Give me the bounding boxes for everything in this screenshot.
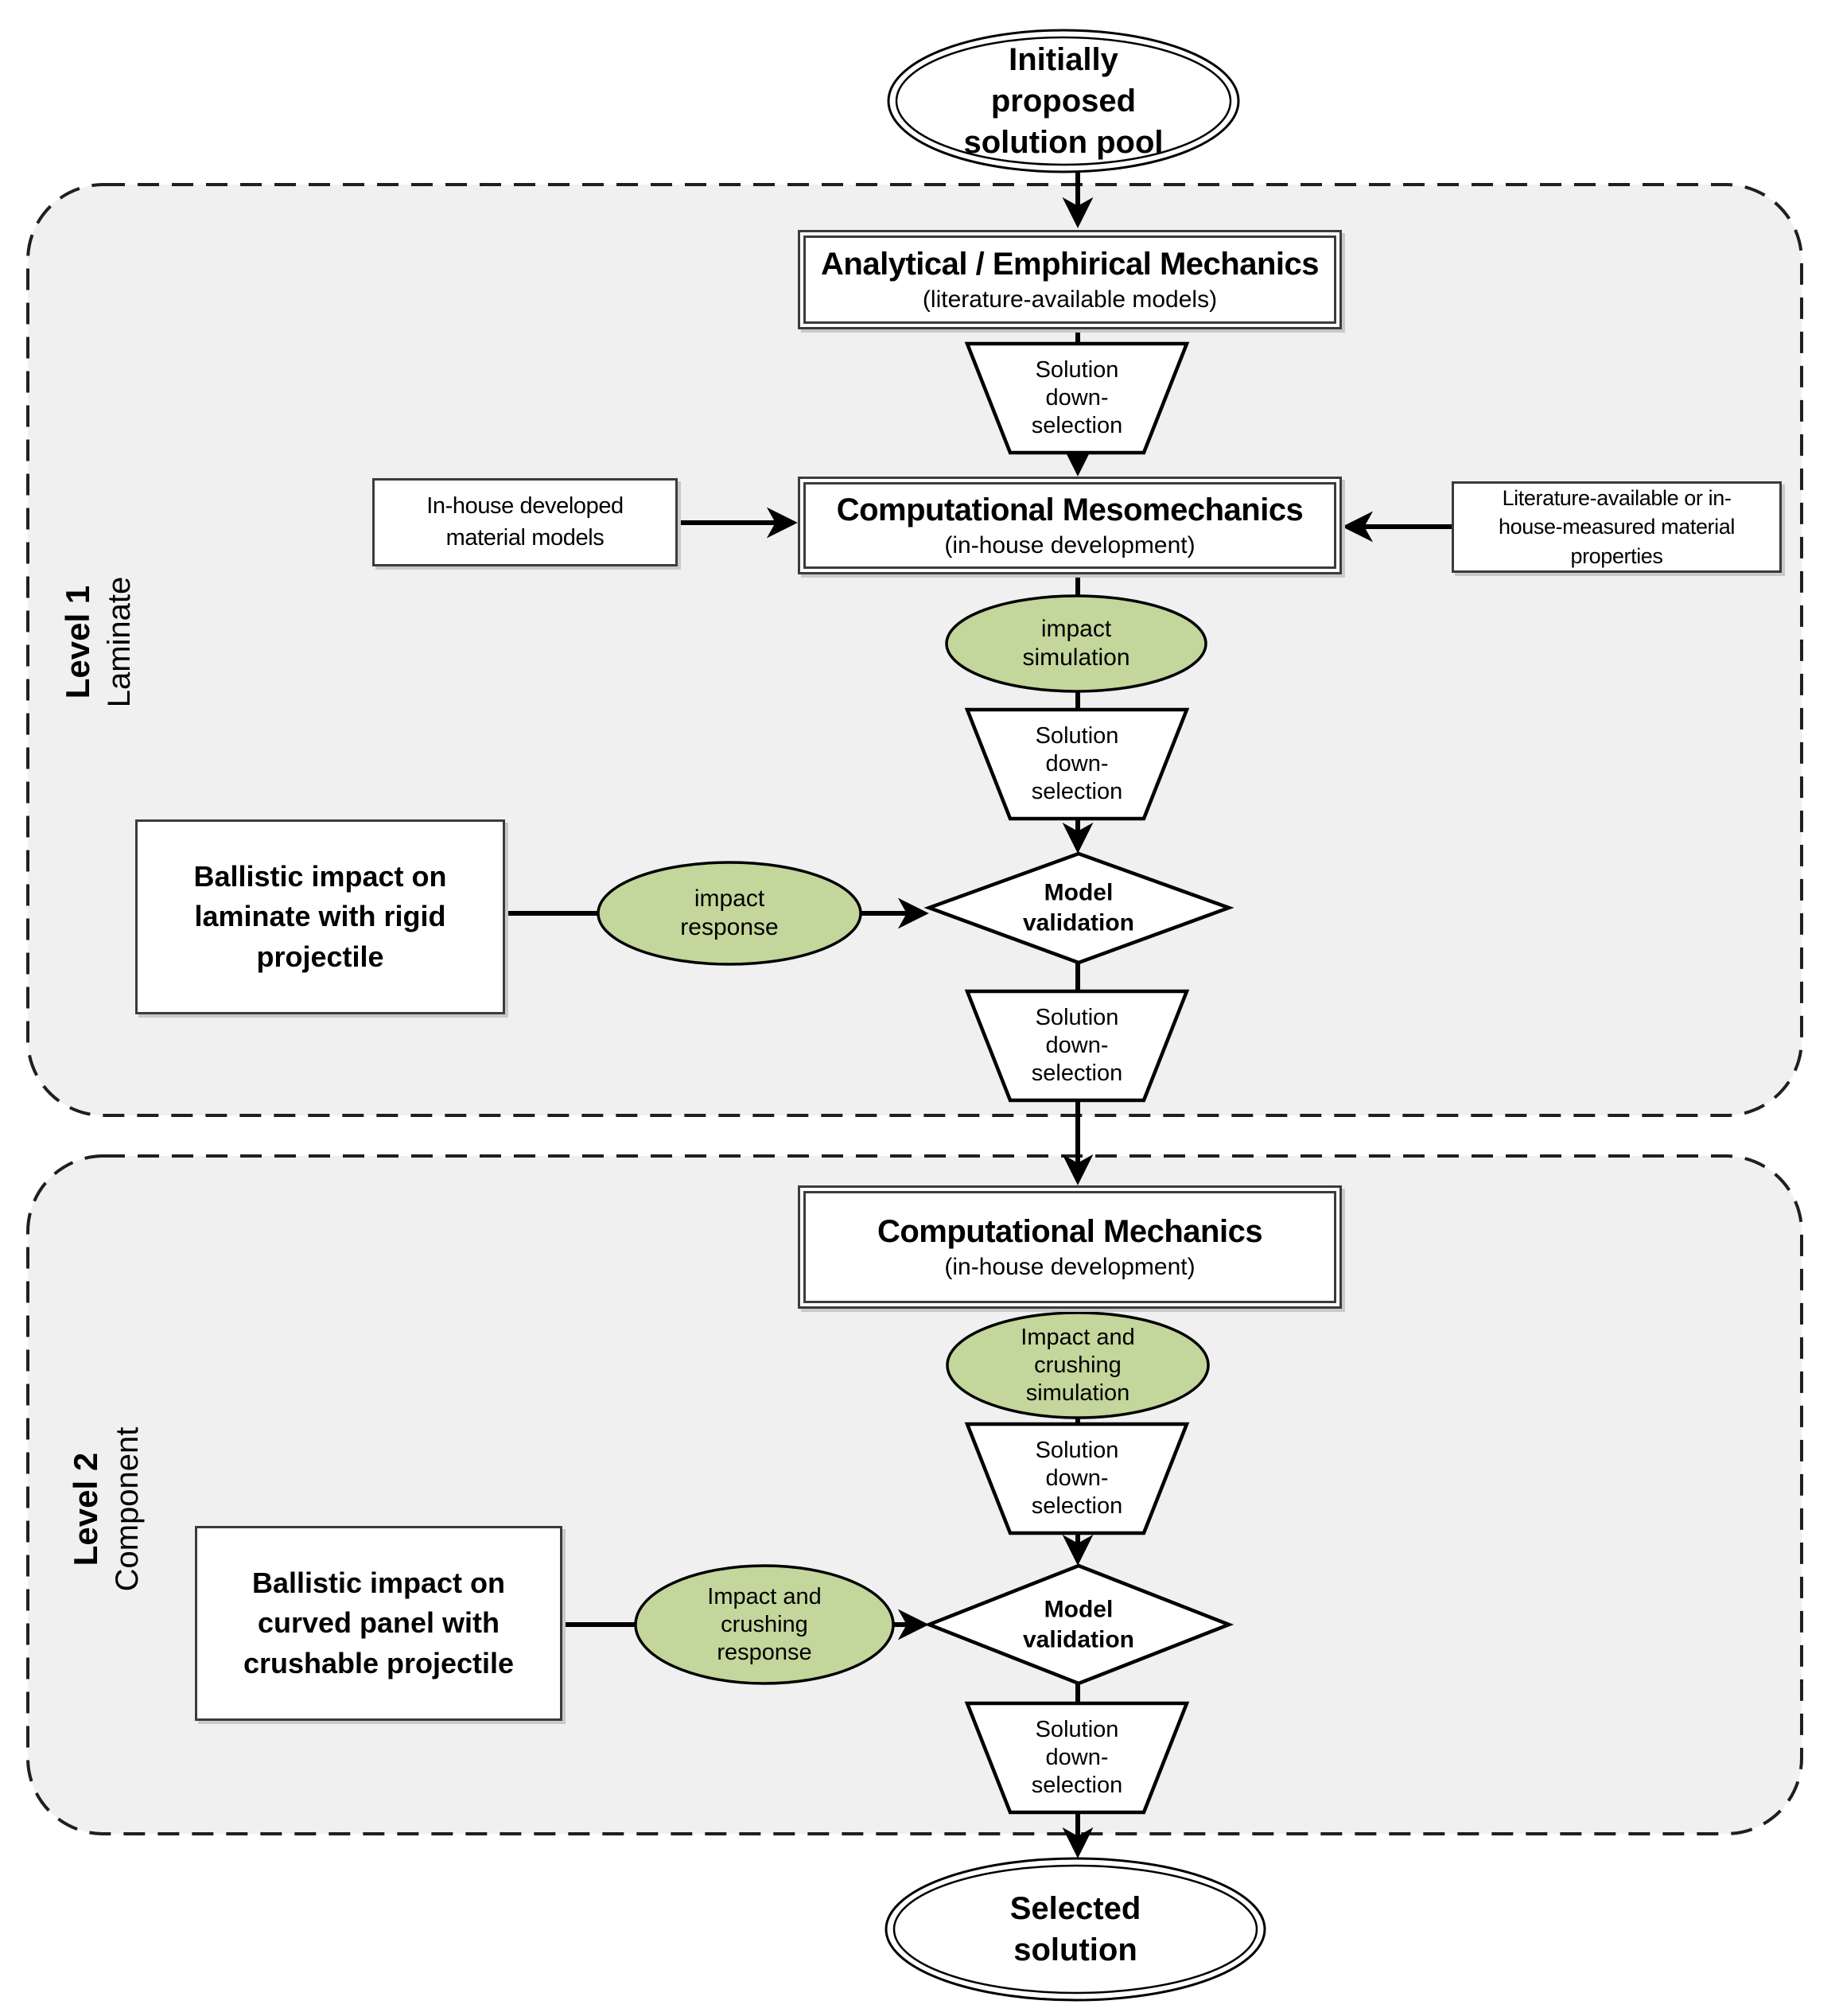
impact-response-label: impact response	[680, 885, 779, 940]
level1-band-label: Level 1 Laminate	[57, 577, 139, 708]
downselect2-label: Solution down- selection	[1031, 722, 1123, 804]
ballistic-laminate-label: Ballistic impact on laminate with rigid …	[193, 859, 447, 973]
model-validation1-shape	[923, 851, 1234, 965]
downselect4-shape	[964, 1422, 1190, 1535]
downselect4-label: Solution down- selection	[1031, 1437, 1123, 1519]
impact-crushing-response-shape	[634, 1564, 895, 1685]
inhouse-material-models-box: In-house developed material models	[372, 478, 678, 566]
impact-crushing-response-label: Impact and crushing response	[707, 1583, 822, 1665]
start-ellipse-shape	[887, 29, 1240, 173]
downselect5-label: Solution down- selection	[1031, 1716, 1123, 1798]
impact-response-shape	[597, 861, 862, 966]
inhouse-material-models-label: In-house developed material models	[426, 493, 624, 551]
downselect1-shape	[964, 341, 1190, 455]
level2-sublabel: Component	[109, 1426, 145, 1592]
material-properties-label: Literature-available or in- house-measur…	[1499, 485, 1735, 568]
downselect3-shape	[964, 989, 1190, 1103]
start-ellipse-inner-ring	[895, 36, 1232, 166]
computational-mesomechanics-subtitle: (in-house development)	[944, 531, 1196, 558]
level1-sublabel: Laminate	[101, 576, 137, 708]
impact-simulation-shape	[945, 594, 1207, 693]
level2-band-label: Level 2 Component	[65, 1427, 147, 1592]
impact-crushing-simulation-label: Impact and crushing simulation	[1021, 1324, 1135, 1406]
impact-simulation-label: impact simulation	[1022, 616, 1130, 671]
model-validation1-label: Model validation	[1022, 879, 1135, 936]
downselect1-label: Solution down- selection	[1031, 356, 1123, 438]
downselect2-shape	[964, 707, 1190, 821]
impact-crushing-simulation-shape	[946, 1311, 1210, 1419]
analytical-mechanics-subtitle: (literature-available models)	[922, 286, 1218, 313]
computational-mechanics-box: Computational Mechanics (in-house develo…	[798, 1185, 1342, 1309]
downselect5-shape	[964, 1701, 1190, 1815]
end-ellipse-shape	[885, 1857, 1266, 2002]
analytical-mechanics-title: Analytical / Emphirical Mechanics	[821, 246, 1319, 282]
ballistic-panel-label: Ballistic impact on curved panel with cr…	[243, 1566, 515, 1679]
ballistic-laminate-box: Ballistic impact on laminate with rigid …	[135, 819, 505, 1014]
computational-mechanics-title: Computational Mechanics	[877, 1213, 1263, 1249]
computational-mechanics-subtitle: (in-house development)	[944, 1253, 1196, 1280]
computational-mesomechanics-box: Computational Mesomechanics (in-house de…	[798, 477, 1342, 574]
computational-mesomechanics-title: Computational Mesomechanics	[836, 492, 1304, 527]
end-ellipse-label: Selected solution	[1009, 1891, 1141, 1967]
analytical-mechanics-box: Analytical / Emphirical Mechanics (liter…	[798, 230, 1342, 329]
model-validation2-label: Model validation	[1022, 1596, 1135, 1653]
material-properties-box: Literature-available or in- house-measur…	[1452, 481, 1782, 573]
start-ellipse-label: Initially proposed solution pool	[963, 42, 1164, 160]
level1-label: Level 1	[58, 585, 96, 699]
end-ellipse-inner-ring	[892, 1864, 1258, 1995]
level2-label: Level 2	[66, 1452, 104, 1566]
downselect3-label: Solution down- selection	[1031, 1004, 1123, 1086]
ballistic-panel-box: Ballistic impact on curved panel with cr…	[195, 1526, 562, 1721]
model-validation2-shape	[923, 1563, 1234, 1686]
